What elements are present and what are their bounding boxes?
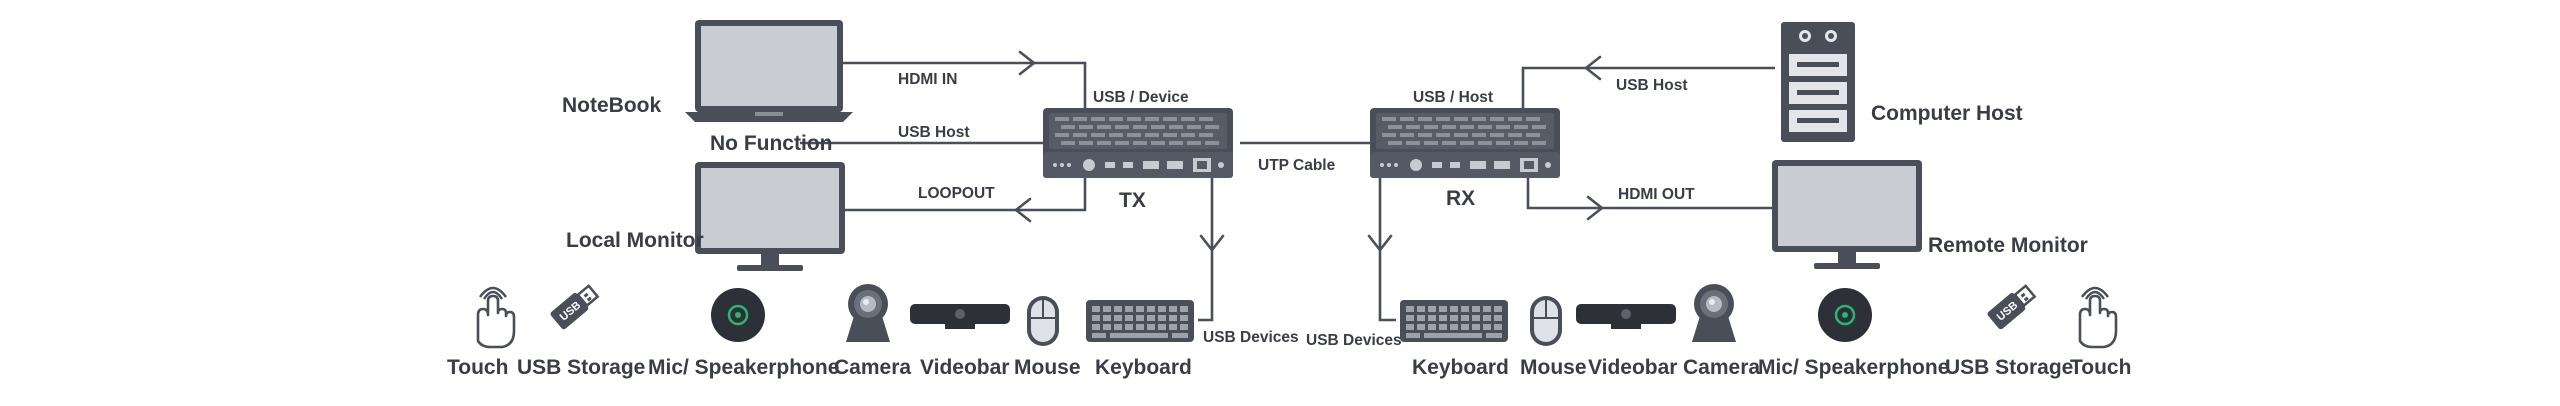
- touch-label-right: Touch: [2070, 356, 2131, 379]
- remote-monitor-label: Remote Monitor: [1928, 234, 2088, 257]
- mic-speakerphone-label-right: Mic/ Speakerphone: [1758, 356, 1949, 379]
- remote-monitor-icon: [1772, 160, 1922, 269]
- loopout-label: LOOPOUT: [918, 185, 995, 202]
- rx-label: RX: [1446, 187, 1475, 210]
- wires: [800, 50, 1775, 322]
- tx-extender-box-icon: [1043, 108, 1233, 178]
- mouse-label-right: Mouse: [1520, 356, 1587, 379]
- usb-stick-icon-right: [1985, 281, 2039, 332]
- loopout-arrow-icon: [1014, 197, 1032, 223]
- usb-host-computer-label: USB Host: [1616, 77, 1687, 94]
- utp-cable-label: UTP Cable: [1258, 157, 1336, 174]
- usb-devices-rx-label: USB Devices: [1306, 332, 1402, 349]
- computer-host-label: Computer Host: [1871, 102, 2023, 125]
- rx-usb-devices-wire: [1378, 178, 1396, 322]
- mouse-icon-right: [1529, 295, 1563, 347]
- touch-hand-icon-right: [2078, 286, 2118, 349]
- tx-label: TX: [1119, 189, 1146, 212]
- mouse-label: Mouse: [1014, 356, 1081, 379]
- touch-label: Touch: [447, 356, 508, 379]
- keyboard-label-right: Keyboard: [1412, 356, 1509, 379]
- usb-host-rx-label: USB / Host: [1413, 89, 1493, 106]
- laptop-icon: [685, 20, 853, 122]
- hdmi-in-wire: [838, 61, 1087, 108]
- usb-stick-icon: [548, 281, 602, 332]
- ptz-camera-icon-right: [1692, 284, 1736, 342]
- local-monitor-icon: [695, 162, 845, 271]
- usb-host-computer-wire: [1521, 66, 1775, 108]
- hdmi-out-arrow-icon: [1586, 195, 1604, 221]
- tx-usb-devices-wire: [1198, 178, 1214, 322]
- videobar-label-right: Videobar: [1588, 356, 1677, 379]
- keyboard-icon-right: [1400, 300, 1508, 342]
- keyboard-label: Keyboard: [1095, 356, 1192, 379]
- usb-device-label: USB / Device: [1093, 89, 1189, 106]
- loopout-wire: [840, 178, 1087, 212]
- touch-hand-icon: [476, 286, 516, 349]
- pc-tower-icon: [1781, 22, 1855, 142]
- videobar-icon: [910, 304, 1010, 329]
- notebook-label: NoteBook: [562, 94, 661, 117]
- camera-label: Camera: [834, 356, 911, 379]
- camera-label-right: Camera: [1683, 356, 1760, 379]
- local-monitor-label: Local Monitor: [566, 229, 704, 252]
- usb-storage-label: USB Storage: [517, 356, 645, 379]
- hdmi-out-wire: [1526, 178, 1772, 210]
- ptz-camera-icon: [846, 284, 890, 342]
- rx-extender-box-icon: [1370, 108, 1560, 178]
- usb-host-tx-label: USB Host: [898, 124, 969, 141]
- usb-storage-label-right: USB Storage: [1945, 356, 2073, 379]
- no-function-label: No Function: [710, 132, 832, 155]
- hdmi-out-label: HDMI OUT: [1618, 186, 1695, 203]
- hdmi-in-arrow-icon: [1018, 50, 1036, 76]
- hdmi-in-label: HDMI IN: [898, 71, 957, 88]
- mic-speakerphone-label: Mic/ Speakerphone: [648, 356, 839, 379]
- rx-down-arrow-icon: [1367, 234, 1393, 252]
- tx-down-arrow-icon: [1199, 234, 1225, 252]
- videobar-label: Videobar: [920, 356, 1009, 379]
- usb-host-arrow-icon: [1584, 55, 1602, 81]
- speakerphone-icon-right: [1816, 286, 1874, 344]
- mouse-icon: [1026, 295, 1060, 347]
- speakerphone-icon: [709, 286, 767, 344]
- usb-devices-tx-label: USB Devices: [1203, 329, 1299, 346]
- keyboard-icon: [1086, 300, 1194, 342]
- videobar-icon-right: [1576, 304, 1676, 329]
